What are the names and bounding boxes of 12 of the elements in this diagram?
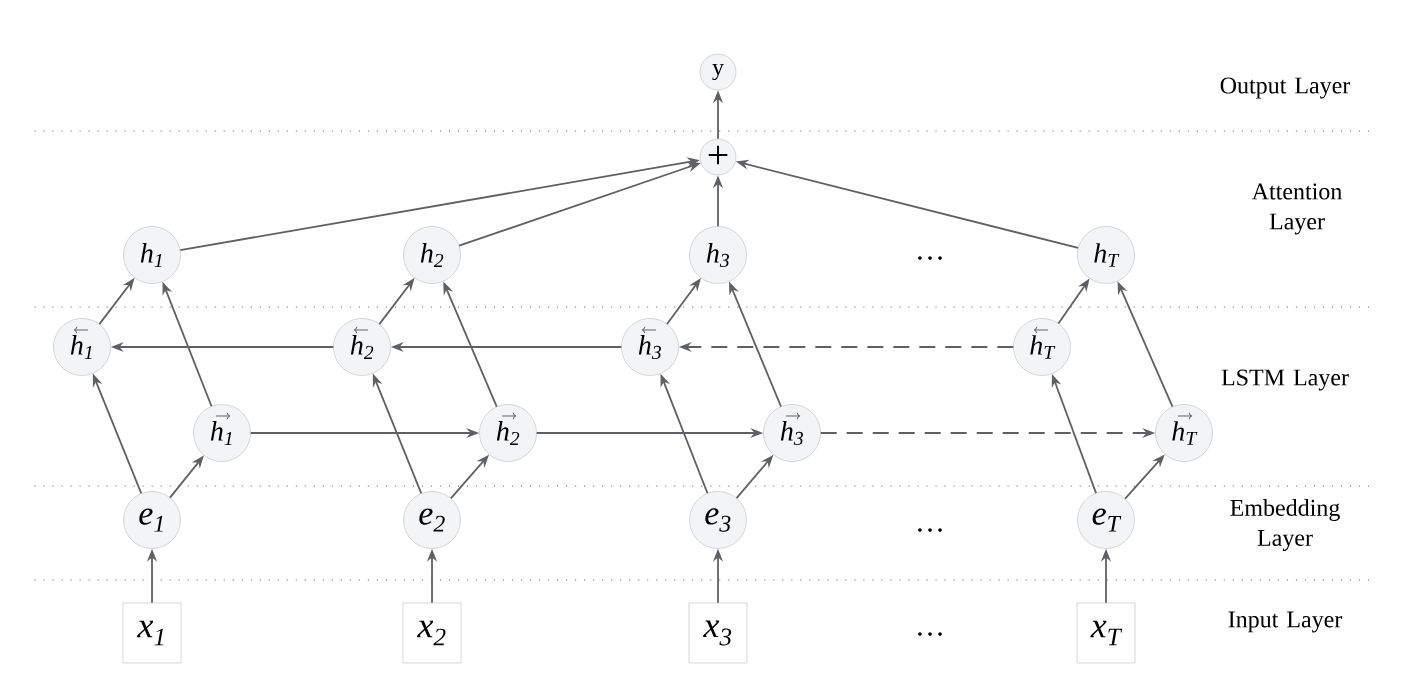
ellipsis: … bbox=[918, 632, 942, 636]
input-box: x$_{2}$ bbox=[402, 602, 462, 664]
ellipsis: … bbox=[918, 256, 942, 260]
layer-label: Embedding Layer bbox=[1230, 499, 1340, 551]
input-box: x$_{3}$ bbox=[688, 602, 748, 664]
layer-label: LSTM Layer bbox=[1221, 369, 1349, 391]
layer-label: Attention Layer bbox=[1251, 183, 1342, 235]
layer-label: Output Layer bbox=[1220, 77, 1351, 99]
layer-label: Input Layer bbox=[1228, 611, 1343, 633]
input-box: x$_{1}$ bbox=[122, 602, 182, 664]
ellipsis: … bbox=[918, 528, 942, 532]
input-box: x$_{T}$ bbox=[1076, 602, 1136, 664]
